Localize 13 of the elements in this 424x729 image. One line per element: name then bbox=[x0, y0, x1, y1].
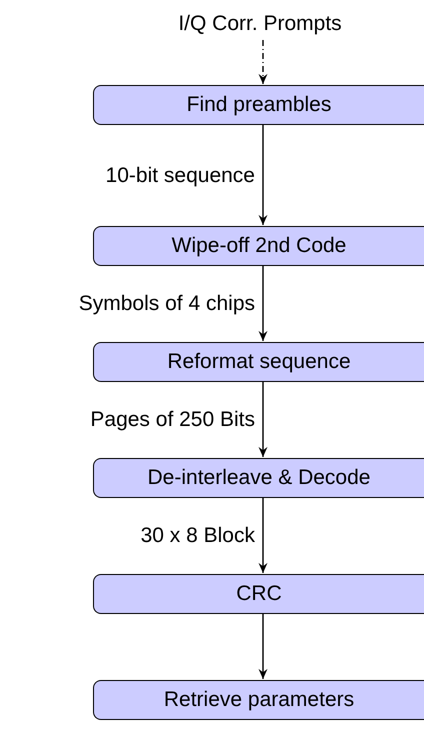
arrow bbox=[258, 266, 268, 341]
process-box: Retrieve parameters bbox=[93, 680, 424, 720]
process-box: De-interleave & Decode bbox=[93, 458, 424, 498]
process-box: CRC bbox=[93, 574, 424, 614]
process-box: Wipe-off 2nd Code bbox=[93, 226, 424, 266]
arrow bbox=[258, 498, 268, 573]
process-box: Reformat sequence bbox=[93, 342, 424, 382]
arrow bbox=[258, 40, 268, 84]
arrow bbox=[258, 125, 268, 225]
arrow bbox=[258, 382, 268, 457]
arrow bbox=[258, 614, 268, 679]
input-label: I/Q Corr. Prompts bbox=[0, 8, 424, 40]
process-box: Find preambles bbox=[93, 85, 424, 125]
